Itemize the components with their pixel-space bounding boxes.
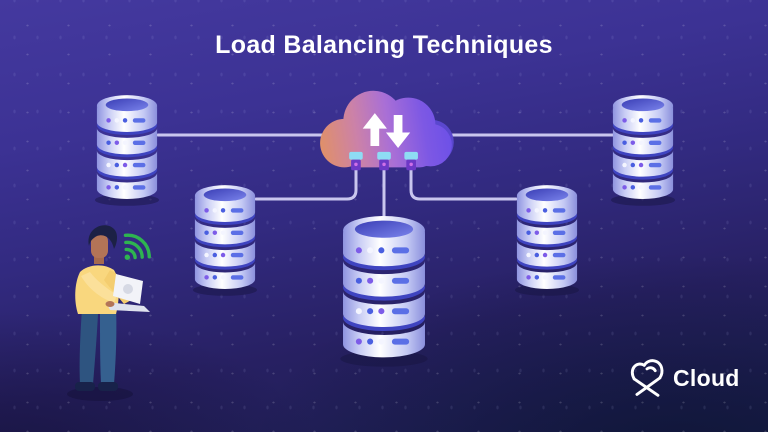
edge-left [254, 166, 358, 201]
cable-plug-icon [349, 151, 363, 171]
cable-plug-icons [349, 151, 418, 171]
cable-plug-icon [377, 151, 391, 171]
database-server-center-large [339, 212, 429, 368]
edge-right [409, 166, 518, 201]
brand-logo: Cloud [626, 357, 740, 399]
person-with-laptop [67, 225, 151, 401]
load-balancer-cloud-icon [320, 90, 454, 171]
page-title: Load Balancing Techniques [215, 31, 553, 59]
cable-plug-icon [404, 151, 418, 171]
database-server-right [514, 182, 580, 297]
up-down-arrows-icon [362, 113, 411, 148]
database-server-left [192, 182, 258, 297]
wifi-icon [123, 233, 151, 260]
database-server-far-left [94, 92, 160, 207]
database-server-far-right [610, 92, 676, 207]
heart-cloud-logo-icon [630, 359, 664, 397]
brand-logo-label: Cloud [673, 364, 740, 391]
